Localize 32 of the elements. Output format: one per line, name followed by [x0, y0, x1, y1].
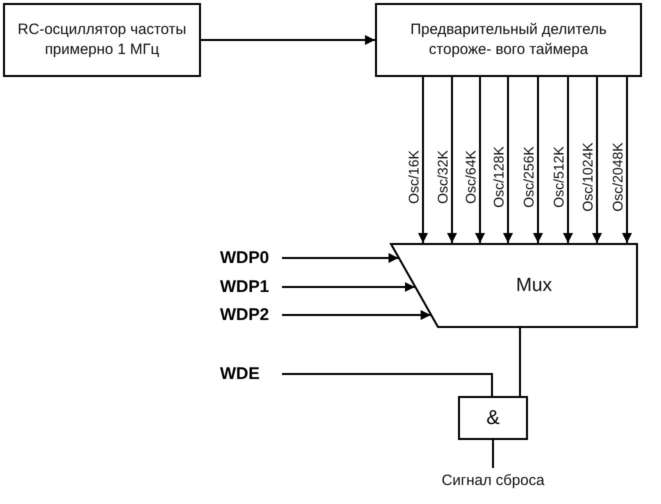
multiplexer-label: Mux	[516, 274, 552, 296]
arrow	[201, 35, 375, 45]
edge-label: Osc/16K	[406, 148, 422, 204]
arrow	[563, 77, 573, 243]
edge-label: Osc/2048K	[610, 140, 626, 212]
arrow	[592, 77, 602, 243]
edge-label: Osc/512K	[552, 144, 566, 208]
edge-label: Osc/256K	[522, 144, 536, 208]
arrow	[282, 310, 431, 320]
and-gate: &	[458, 396, 528, 440]
signal-name: WDP1	[220, 276, 274, 298]
arrow	[282, 253, 398, 263]
connector-line	[282, 373, 493, 396]
process-box: RC-осциллятор частоты примерно 1 МГц	[3, 3, 201, 77]
edge-label: Osc/64K	[464, 148, 478, 204]
connector-line	[492, 440, 494, 468]
arrow	[418, 77, 428, 243]
signal-name: WDP2	[220, 304, 274, 326]
arrow	[475, 77, 485, 243]
arrow	[622, 77, 632, 243]
edge-label: Osc/32K	[436, 148, 450, 204]
signal-name: WDE	[220, 363, 274, 385]
connector-line	[519, 328, 521, 396]
signal-name: WDP0	[220, 247, 274, 269]
process-box: Предварительный делитель стороже- вого таймера	[375, 3, 642, 77]
edge-label: Osc/128K	[492, 144, 506, 208]
arrow	[503, 77, 513, 243]
output-label: Сигнал сброса	[428, 468, 558, 492]
arrow	[447, 77, 457, 243]
arrow	[282, 282, 415, 292]
arrow	[533, 77, 543, 243]
edge-label: Osc/1024K	[580, 140, 596, 212]
